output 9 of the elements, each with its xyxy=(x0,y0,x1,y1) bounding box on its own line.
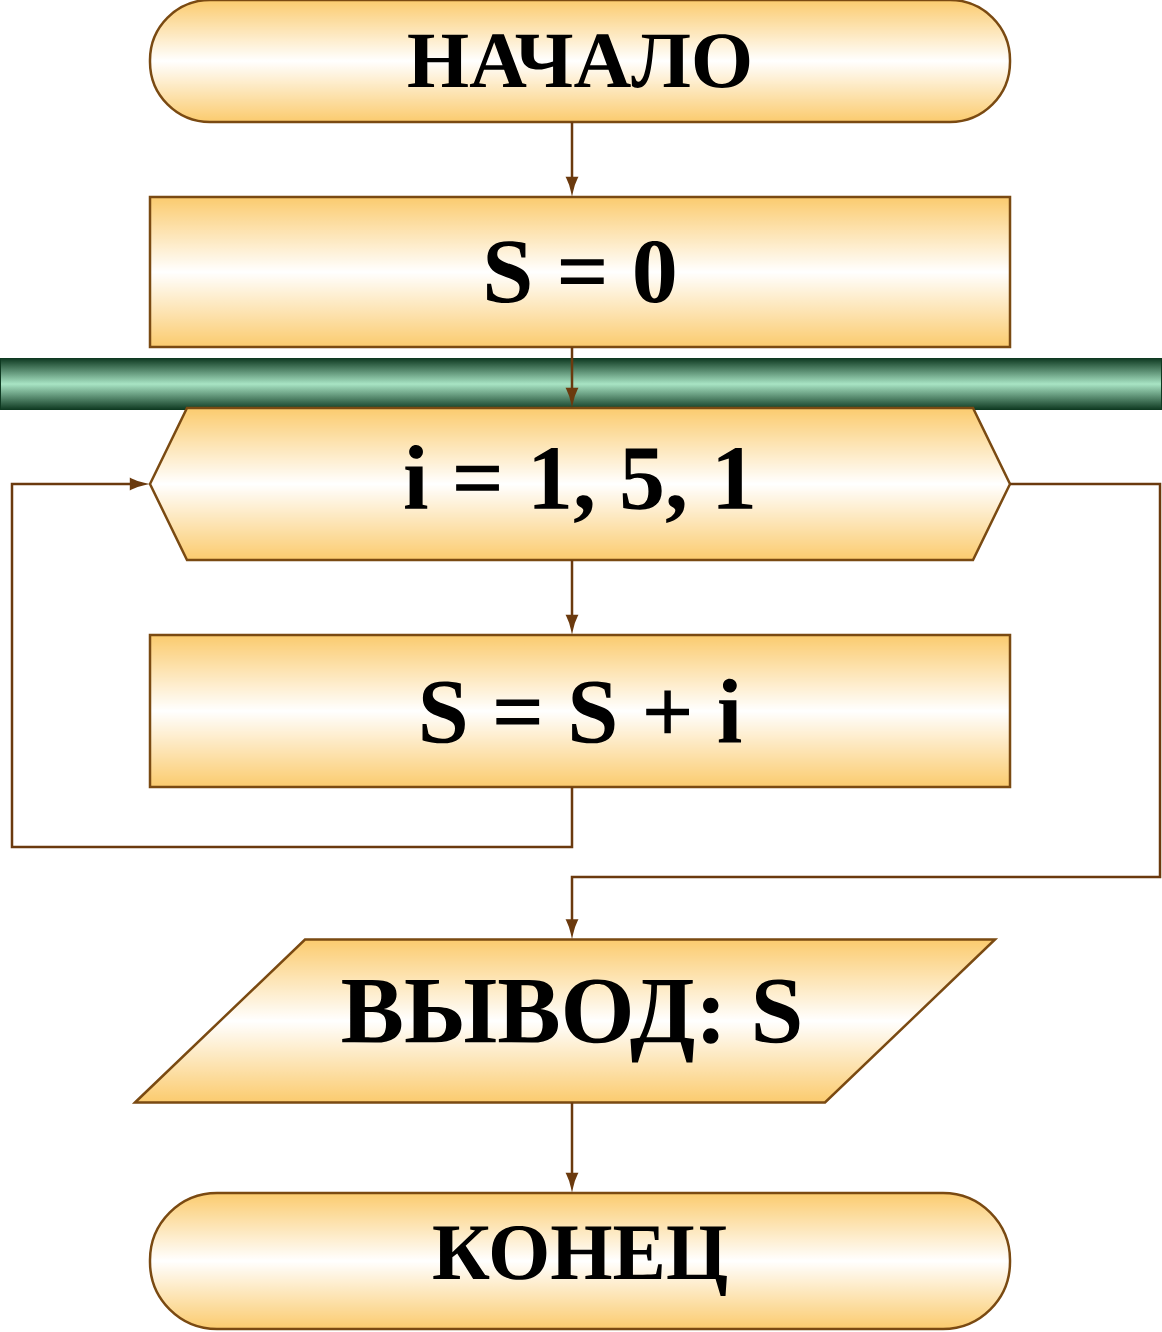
arrow xyxy=(10,478,574,849)
arrow xyxy=(566,560,578,631)
process-box: S = 0 xyxy=(148,195,1012,349)
arrow xyxy=(566,1102,578,1189)
arrow xyxy=(566,347,578,404)
arrow xyxy=(566,122,578,193)
process-box: S = S + i xyxy=(148,633,1012,789)
end-terminal: КОНЕЦ xyxy=(148,1191,1012,1331)
start-terminal: НАЧАЛО xyxy=(148,0,1012,124)
